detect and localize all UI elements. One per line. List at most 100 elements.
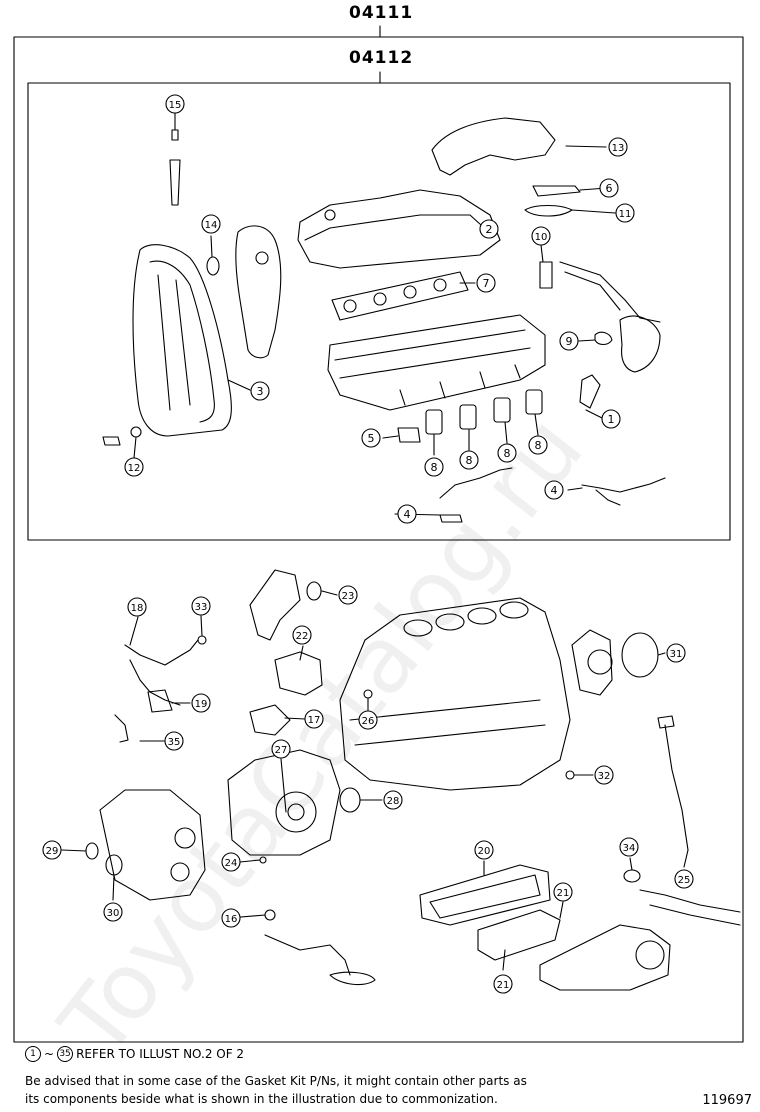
callout-number: 1 bbox=[608, 413, 615, 426]
callout-circle bbox=[493, 974, 513, 994]
callout-17: 17 bbox=[304, 709, 324, 729]
oil-pump-drawing bbox=[227, 749, 341, 856]
seal-34-drawing bbox=[623, 869, 641, 883]
callout-circle bbox=[666, 643, 686, 663]
pipe-4a-drawing bbox=[439, 467, 513, 499]
callout-circle bbox=[544, 480, 564, 500]
callout-1: 1 bbox=[601, 409, 621, 429]
callout-9: 9 bbox=[559, 331, 579, 351]
callout-number: 11 bbox=[619, 209, 632, 220]
callout-circle bbox=[559, 331, 579, 351]
callout-circle bbox=[608, 137, 628, 157]
kit-04111-bracket bbox=[13, 25, 744, 1043]
callout-number: 29 bbox=[46, 846, 59, 857]
callout-35: 35 bbox=[164, 731, 184, 751]
callout-circle bbox=[164, 731, 184, 751]
callout-number: 2 bbox=[486, 223, 493, 236]
callout-22: 22 bbox=[292, 625, 312, 645]
callout-circle bbox=[271, 739, 291, 759]
callout-number: 27 bbox=[275, 745, 288, 756]
callout-circle bbox=[479, 219, 499, 239]
callout-number: 4 bbox=[404, 508, 411, 521]
callout-20: 20 bbox=[474, 840, 494, 860]
gasket-9-drawing bbox=[594, 331, 613, 346]
callout-34: 34 bbox=[619, 837, 639, 857]
callout-circle bbox=[201, 214, 221, 234]
timing-gasket-drawing bbox=[235, 225, 282, 359]
callout-18: 18 bbox=[127, 597, 147, 617]
callout-7: 7 bbox=[476, 273, 496, 293]
callout-circle bbox=[292, 625, 312, 645]
callout-number: 32 bbox=[598, 771, 611, 782]
callout-circle bbox=[594, 765, 614, 785]
callout-circle bbox=[124, 457, 144, 477]
callout-2: 2 bbox=[479, 219, 499, 239]
intake-gasket-drawing bbox=[331, 271, 469, 321]
callout-number: 8 bbox=[504, 447, 511, 460]
callout-number: 21 bbox=[557, 888, 570, 899]
callout-number: 20 bbox=[478, 846, 491, 857]
callout-number: 35 bbox=[168, 737, 181, 748]
callout-circle bbox=[476, 273, 496, 293]
gasket-6-drawing bbox=[532, 185, 581, 197]
callout-6: 6 bbox=[599, 178, 619, 198]
callout-8: 8 bbox=[528, 435, 548, 455]
ring-23-drawing bbox=[306, 581, 322, 601]
callout-circle bbox=[619, 837, 639, 857]
callout-circle bbox=[221, 852, 241, 872]
callout-number: 19 bbox=[195, 699, 208, 710]
kit-04112-bracket bbox=[27, 71, 731, 541]
callout-number: 30 bbox=[107, 908, 120, 919]
callout-number: 31 bbox=[670, 649, 683, 660]
plug-26-drawing bbox=[363, 689, 373, 699]
ref-end-circle: 35 bbox=[57, 1046, 74, 1062]
ref-start-circle: 1 bbox=[25, 1046, 41, 1062]
oil-cooler-drawing bbox=[419, 864, 561, 961]
callout-number: 5 bbox=[368, 432, 375, 445]
callout-circle bbox=[191, 693, 211, 713]
callout-10: 10 bbox=[531, 226, 551, 246]
callout-number: 7 bbox=[483, 277, 490, 290]
callout-3: 3 bbox=[250, 381, 270, 401]
union-35-drawing bbox=[114, 714, 129, 743]
bracket-23-drawing bbox=[249, 569, 301, 641]
callout-circle bbox=[250, 381, 270, 401]
callout-number: 18 bbox=[131, 603, 144, 614]
callout-circle bbox=[674, 869, 694, 889]
callout-circle bbox=[459, 450, 479, 470]
callout-number: 6 bbox=[606, 182, 613, 195]
callout-23: 23 bbox=[338, 585, 358, 605]
callout-26: 26 bbox=[358, 710, 378, 730]
bolt-24-drawing bbox=[259, 856, 267, 864]
callout-29: 29 bbox=[42, 840, 62, 860]
callout-15: 15 bbox=[165, 94, 185, 114]
callout-number: 3 bbox=[257, 385, 264, 398]
water-inlet-drawing bbox=[539, 889, 741, 991]
callout-4: 4 bbox=[397, 504, 417, 524]
callout-number: 15 bbox=[169, 100, 182, 111]
ring-28-drawing bbox=[339, 787, 361, 813]
callout-number: 34 bbox=[623, 843, 636, 854]
rear-seal-retainer-drawing bbox=[571, 629, 659, 696]
callout-21: 21 bbox=[493, 974, 513, 994]
timing-case-drawing bbox=[99, 789, 206, 901]
callout-33: 33 bbox=[191, 596, 211, 616]
callout-circle bbox=[553, 882, 573, 902]
egr-assembly-drawing bbox=[539, 261, 661, 373]
callout-number: 9 bbox=[566, 335, 573, 348]
air-duct-drawing bbox=[431, 117, 556, 176]
callout-circle bbox=[474, 840, 494, 860]
ref-text: REFER TO ILLUST NO.2 OF 2 bbox=[76, 1047, 245, 1061]
cylinder-head-drawing bbox=[327, 314, 546, 411]
reference-note: 1 ~ 35 REFER TO ILLUST NO.2 OF 2 bbox=[25, 1046, 244, 1062]
callout-circle bbox=[304, 709, 324, 729]
callout-12: 12 bbox=[124, 457, 144, 477]
exhaust-gaskets-drawing bbox=[425, 389, 543, 435]
seal-30-drawing bbox=[105, 854, 123, 876]
callout-25: 25 bbox=[674, 869, 694, 889]
head-cover-drawing bbox=[297, 189, 501, 269]
advisory-line-2: its components beside what is shown in t… bbox=[25, 1092, 498, 1106]
callout-number: 33 bbox=[195, 602, 208, 613]
callout-number: 16 bbox=[225, 914, 238, 925]
callout-number: 4 bbox=[551, 484, 558, 497]
